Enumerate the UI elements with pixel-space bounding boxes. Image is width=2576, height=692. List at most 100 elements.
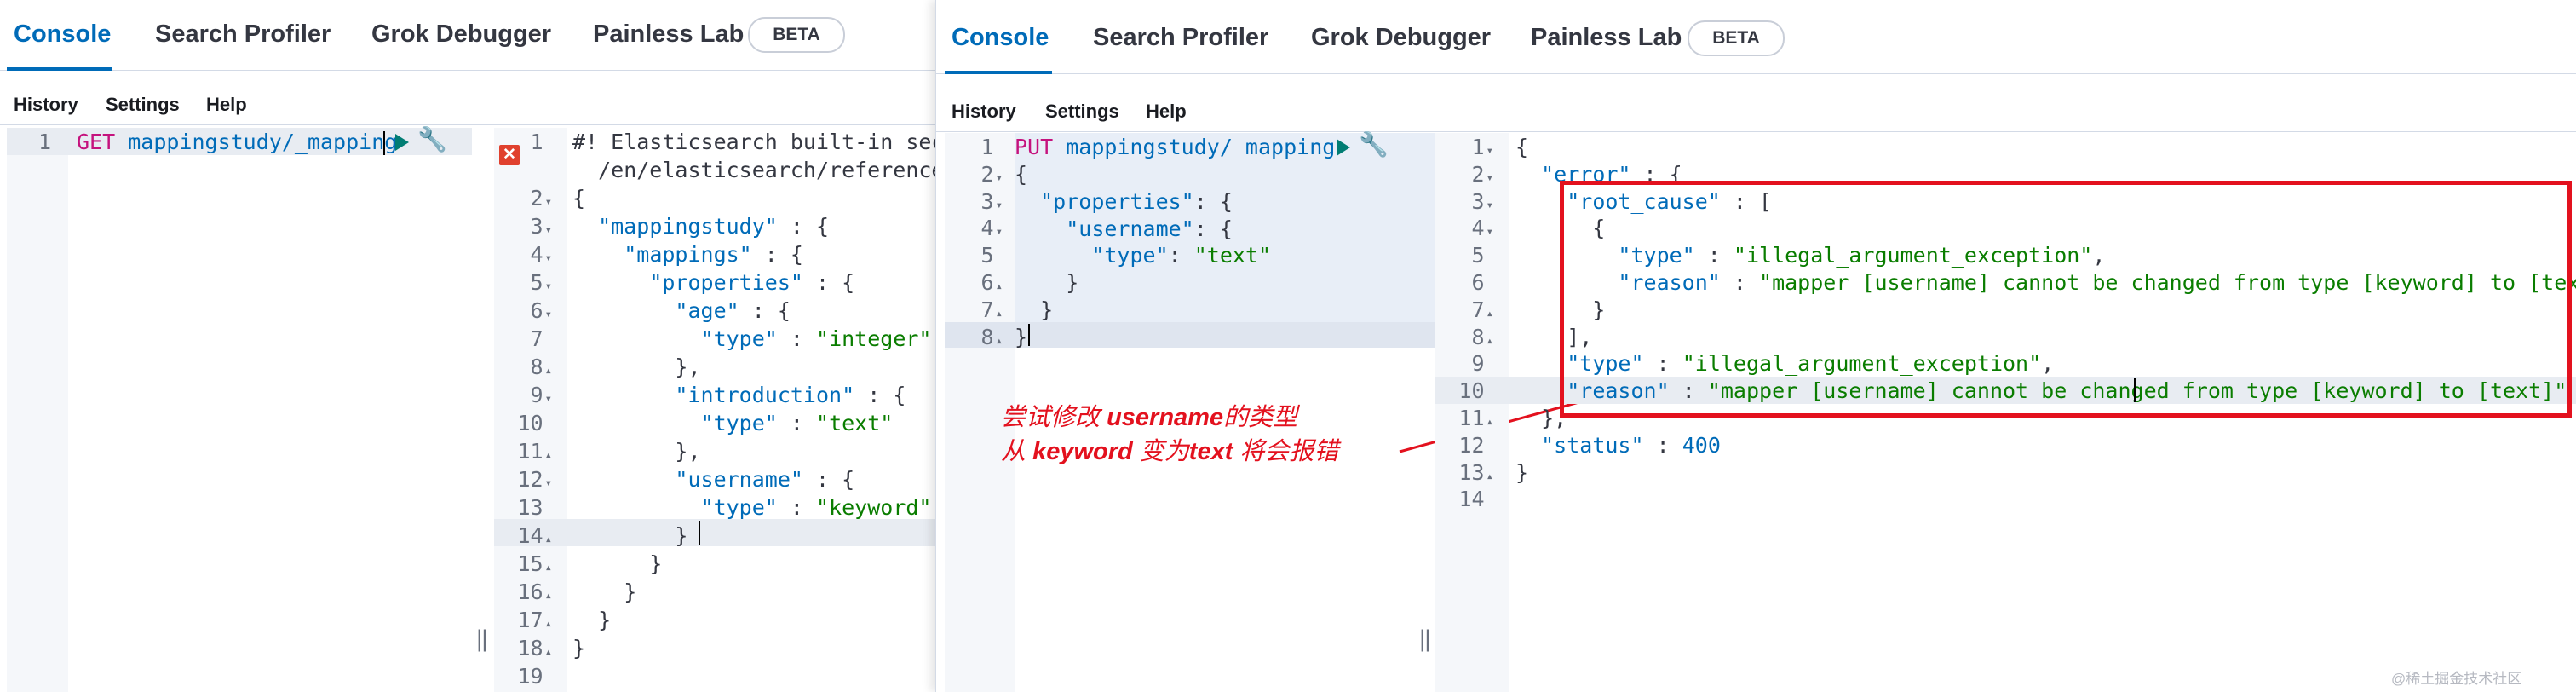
line-number: 6▾ — [1471, 270, 1485, 295]
tab-grok-debugger[interactable]: Grok Debugger — [1311, 24, 1492, 51]
response-line: "reason" : "mapper [username] cannot be … — [1618, 270, 2576, 295]
text-cursor — [1028, 324, 1030, 346]
line-number: 7▴ — [980, 297, 1003, 322]
request-path: mappingstudy/_mapping — [1066, 135, 1336, 159]
request-method: PUT — [1015, 135, 1054, 159]
request-gutter — [7, 128, 68, 692]
console-panel-left: Console Search Profiler Grok Debugger Pa… — [0, 0, 935, 692]
menu-settings[interactable]: Settings — [1045, 101, 1119, 122]
response-line: "username" : { — [675, 467, 855, 492]
response-line: ], — [1515, 324, 1593, 349]
error-highlight-box — [1560, 181, 2572, 418]
line-number: 1 — [37, 130, 51, 154]
resize-handle[interactable]: ‖ — [475, 626, 489, 652]
line-number: 18▴ — [517, 636, 552, 660]
error-icon: ✕ — [499, 145, 520, 165]
text-cursor — [383, 131, 385, 155]
wrench-icon[interactable]: 🔧 — [1359, 131, 1389, 158]
line-number: 7▾ — [530, 326, 543, 351]
tab-search-profiler[interactable]: Search Profiler — [155, 20, 331, 48]
line-number: 3▾ — [1471, 188, 1494, 214]
request-body-line: } — [1015, 297, 1054, 322]
tab-bar: Console Search Profiler Grok Debugger Pa… — [0, 0, 935, 71]
response-line: "type" : "text" — [700, 411, 894, 435]
resize-handle[interactable]: ‖ — [1418, 626, 1432, 652]
response-line: } — [572, 636, 586, 660]
response-line: "root_cause" : [ — [1567, 188, 1773, 214]
response-gutter — [1435, 133, 1509, 692]
line-number: 5▾ — [530, 270, 553, 295]
line-number: 10▾ — [517, 411, 543, 435]
response-line: "type" : "illegal_argument_exception", — [1567, 351, 2055, 377]
tab-grok-debugger[interactable]: Grok Debugger — [371, 20, 552, 48]
response-line: } — [572, 551, 663, 576]
response-gutter — [494, 128, 567, 692]
line-number: 6▾ — [530, 298, 553, 323]
response-line: "type" : "keyword" — [700, 495, 932, 520]
response-line: }, — [572, 355, 701, 379]
console-menu: History Settings Help — [0, 82, 935, 125]
response-line: "mappingstudy" : { — [598, 214, 830, 239]
response-line: /en/elasticsearch/reference/ — [572, 158, 935, 182]
line-number: 11▴ — [517, 439, 552, 464]
response-line: } — [1515, 459, 1529, 485]
watermark: @稀土掘金技术社区 — [2391, 671, 2522, 687]
console-menu: History Settings Help — [936, 89, 2576, 132]
line-number: 4▾ — [1471, 216, 1494, 241]
response-line: { — [1515, 135, 1529, 159]
response-line: } — [572, 580, 637, 604]
text-cursor — [699, 521, 700, 545]
request-body-line: "username": { — [1066, 216, 1233, 241]
menu-history[interactable]: History — [14, 94, 78, 115]
tab-painless-lab[interactable]: Painless Lab — [593, 20, 745, 48]
annotation-text-line2: 从 keyword 变为text 将会报错 — [1001, 438, 1339, 465]
response-line: } — [572, 523, 688, 548]
active-line-highlight — [1435, 377, 2576, 404]
response-line: }, — [572, 439, 701, 464]
response-line: "properties" : { — [649, 270, 855, 295]
beta-badge: BETA — [748, 17, 845, 53]
line-number: 4▾ — [980, 216, 1003, 241]
menu-help[interactable]: Help — [206, 94, 247, 115]
line-number: 10▾ — [1458, 378, 1485, 404]
line-number: 2▾ — [530, 186, 553, 210]
line-number: 12▾ — [1458, 432, 1485, 458]
response-line: { — [572, 186, 586, 210]
line-number: ▾ — [496, 158, 552, 182]
beta-badge: BETA — [1688, 20, 1785, 56]
tab-console[interactable]: Console — [14, 20, 112, 48]
line-number: 12▾ — [517, 467, 552, 492]
line-number: 2▾ — [980, 161, 1003, 187]
line-number: 5▾ — [1471, 243, 1485, 268]
line-number: 1▾ — [530, 130, 543, 154]
response-line: #! Elasticsearch built-in secu — [572, 130, 935, 154]
line-number: 17▴ — [517, 608, 552, 632]
line-number: 9▾ — [1471, 351, 1485, 377]
tab-bar: Console Search Profiler Grok Debugger Pa… — [936, 0, 2576, 74]
active-line-highlight — [7, 128, 472, 155]
line-number: 8▴ — [530, 355, 553, 379]
response-line: "introduction" : { — [675, 383, 906, 407]
line-number: 3▾ — [530, 214, 553, 239]
response-line: } — [572, 608, 612, 632]
active-tab-indicator — [945, 71, 1052, 74]
tab-painless-lab[interactable]: Painless Lab — [1531, 24, 1682, 51]
tab-console[interactable]: Console — [952, 24, 1049, 51]
request-method: GET — [77, 130, 116, 154]
play-icon[interactable] — [1337, 139, 1350, 156]
request-body-line: "type": "text" — [1091, 243, 1272, 268]
response-line: "reason" : "mapper [username] cannot be … — [1567, 378, 2567, 404]
tab-search-profiler[interactable]: Search Profiler — [1093, 24, 1269, 51]
request-line[interactable]: GET mappingstudy/_mapping — [77, 130, 397, 154]
menu-help[interactable]: Help — [1146, 101, 1187, 122]
line-number: 13▾ — [517, 495, 543, 520]
response-line: "type" : "integer" — [700, 326, 932, 351]
line-number: 15▴ — [517, 551, 552, 576]
menu-settings[interactable]: Settings — [106, 94, 180, 115]
wrench-icon[interactable]: 🔧 — [417, 126, 447, 153]
menu-history[interactable]: History — [952, 101, 1016, 122]
line-number: 5▾ — [980, 243, 994, 268]
request-line[interactable]: PUT mappingstudy/_mapping — [1015, 135, 1335, 159]
play-icon[interactable] — [395, 134, 409, 151]
line-number: 6▴ — [980, 270, 1003, 295]
